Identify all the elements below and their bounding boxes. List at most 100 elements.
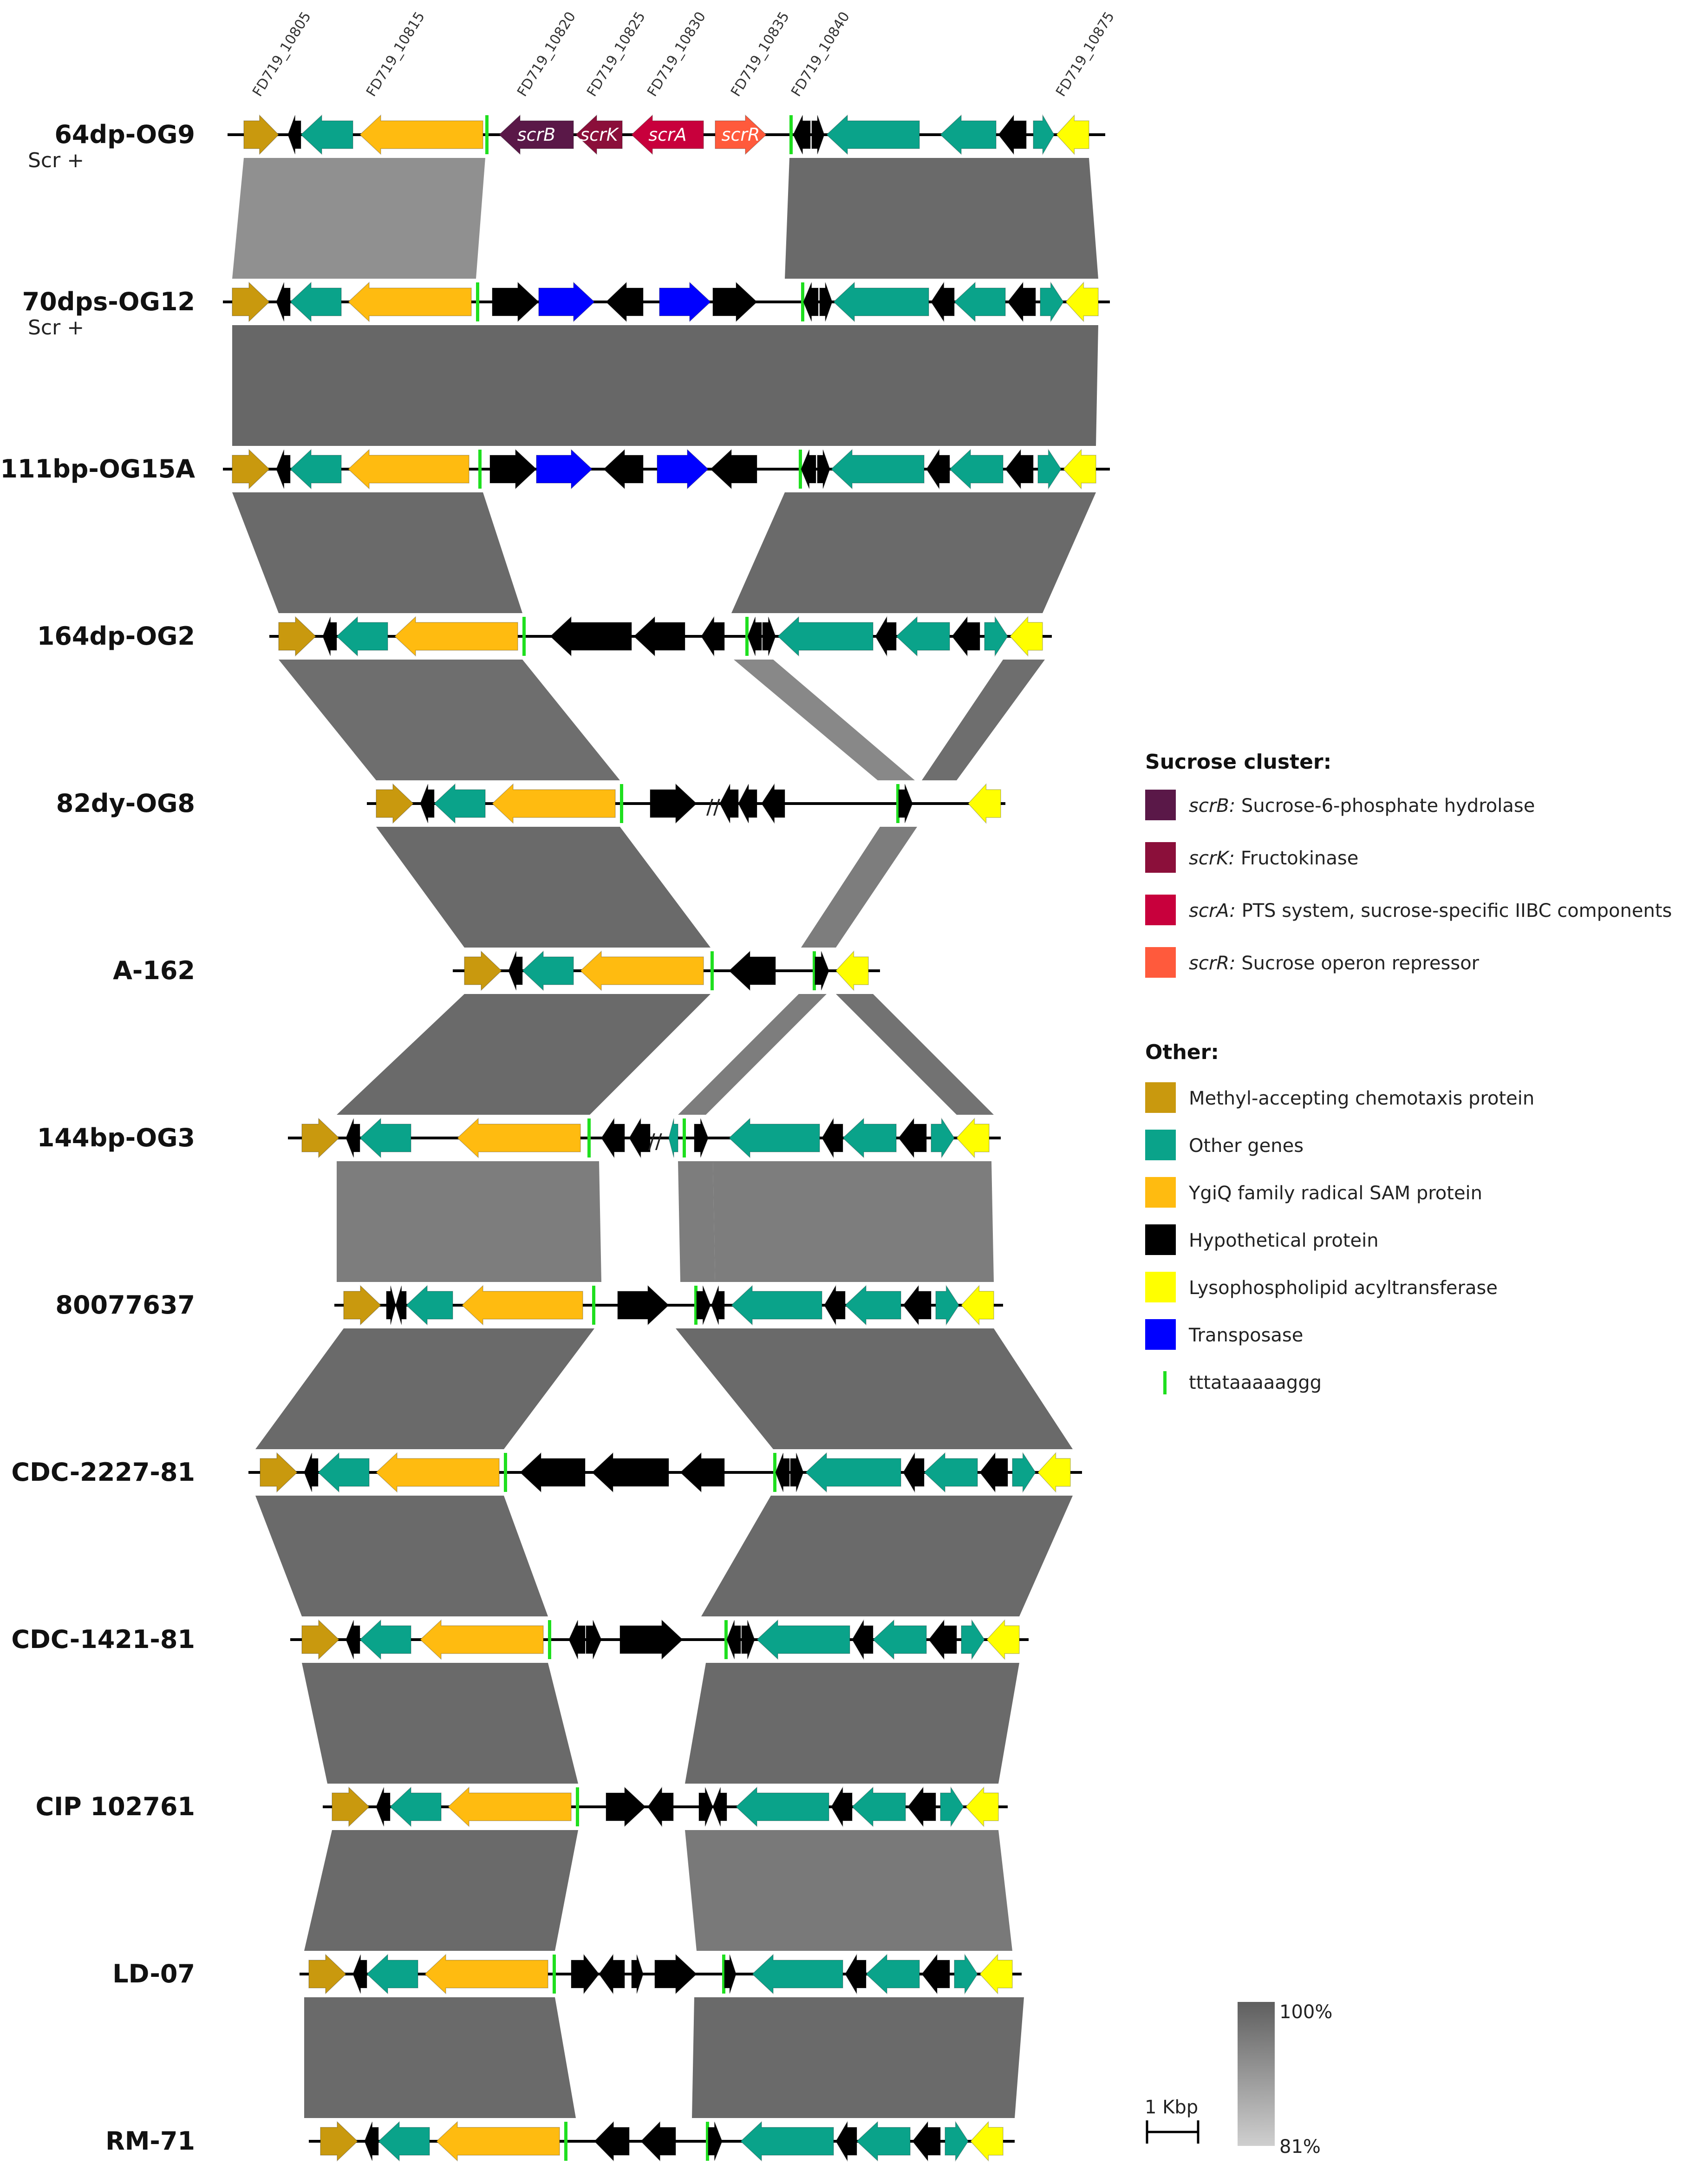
- break-mark: //: [706, 795, 720, 819]
- gene-arrow: [420, 784, 435, 824]
- gene-arrow: [276, 282, 291, 322]
- gene-arrow: [389, 1786, 442, 1827]
- gene-arrow: [571, 1953, 600, 1995]
- gene-arrow: [979, 1954, 1013, 1994]
- gene-arrow: [710, 449, 757, 490]
- genome-track: CDC-2227-81: [11, 1452, 1082, 1493]
- homology-link: [304, 1997, 576, 2118]
- identity-gradient: [1238, 2002, 1275, 2146]
- gene-arrow: [777, 616, 874, 657]
- gene-arrow: [940, 1786, 964, 1828]
- break-mark: //: [648, 1130, 662, 1153]
- motif-mark: [553, 1955, 556, 1994]
- gene-arrow: [1056, 114, 1089, 155]
- motif-mark: [592, 1286, 595, 1325]
- gene-arrow: [491, 783, 616, 824]
- gene-arrow: [289, 281, 342, 322]
- motif-mark: [504, 1453, 507, 1492]
- motif-mark: [522, 617, 526, 656]
- genome-track: CDC-1421-81: [11, 1619, 1029, 1661]
- homology-link: [304, 1830, 578, 1951]
- gene-arrow: [715, 114, 767, 155]
- gene-arrow: [617, 1285, 670, 1326]
- gene-arrow: [586, 1620, 602, 1660]
- gene-arrow: [668, 1118, 678, 1158]
- gene-arrow: [956, 1118, 990, 1158]
- gene-arrow: [872, 1619, 927, 1660]
- legend-swatch: [1145, 1319, 1176, 1350]
- gene-label: scrB: [517, 124, 555, 145]
- genome-track: LD-07: [112, 1953, 1022, 1995]
- homology-link: [337, 994, 711, 1115]
- gene-arrow: [811, 115, 825, 155]
- gene-arrow: [815, 951, 829, 991]
- gene-arrow: [819, 282, 833, 322]
- legend-swatch: [1145, 790, 1176, 820]
- gene-arrow: [522, 950, 574, 991]
- homology-link: [279, 660, 620, 780]
- gene-label: scrK: [580, 124, 619, 145]
- gene-arrow: [508, 951, 523, 991]
- locus-tag: FD719_10830: [644, 9, 709, 99]
- gene-arrow: [591, 1452, 669, 1493]
- track-label: 164dp-OG2: [37, 621, 195, 651]
- motif-mark: [485, 115, 489, 154]
- genome-track: 164dp-OG2: [37, 615, 1052, 657]
- legend-label: scrB: Sucrose-6-phosphate hydrolase: [1189, 795, 1535, 817]
- gene-arrow: [965, 1786, 999, 1827]
- track-label: 64dp-OG9: [54, 120, 195, 149]
- gene-arrow: [631, 114, 704, 155]
- legend-swatch: [1145, 1224, 1176, 1255]
- gene-arrow: [378, 2121, 430, 2162]
- gene-arrow: [336, 616, 388, 657]
- locus-tag: FD719_10805: [249, 9, 314, 99]
- genome-track: CIP 102761: [35, 1786, 1008, 1828]
- homology-link: [685, 1663, 1019, 1784]
- gene-arrow: [751, 1954, 843, 1994]
- locus-tag: FD719_10875: [1053, 9, 1118, 99]
- gene-arrow: [347, 449, 469, 490]
- track-label: 82dy-OG8: [56, 789, 195, 818]
- gene-arrow: [359, 1619, 411, 1660]
- gene-arrow: [979, 1452, 1008, 1493]
- gene-arrow: [738, 784, 757, 824]
- gene-arrow: [694, 1118, 709, 1158]
- track-note: Scr +: [28, 316, 84, 340]
- gene-arrow: [619, 1619, 684, 1660]
- legend-swatch: [1145, 1082, 1176, 1113]
- gene-arrow: [952, 615, 980, 657]
- gene-arrow: [679, 1452, 725, 1493]
- track-label: 111bp-OG15A: [0, 454, 195, 484]
- track-label: CDC-2227-81: [11, 1458, 195, 1487]
- legend-other-title: Other:: [1145, 1040, 1219, 1064]
- homology-link: [685, 1830, 1012, 1951]
- gene-arrow: [740, 2121, 834, 2162]
- gene-arrow: [945, 2120, 969, 2162]
- gene-arrow: [405, 1285, 453, 1326]
- gene-arrow: [931, 1117, 955, 1159]
- motif-mark: [548, 1620, 551, 1659]
- gene-arrow: [1009, 616, 1043, 657]
- gene-arrow: [895, 616, 950, 657]
- homology-link: [922, 660, 1045, 780]
- motif-mark: [478, 450, 482, 489]
- gene-arrow: [424, 1954, 548, 1994]
- gene-arrow: [343, 1285, 382, 1326]
- homology-link: [731, 492, 1096, 613]
- gene-arrow: [304, 1452, 319, 1492]
- genome-track: 82dy-OG8 //: [56, 783, 1005, 824]
- gene-arrow: [898, 1117, 927, 1159]
- gene-arrow: [939, 114, 997, 155]
- genome-track: 80077637: [55, 1284, 1003, 1326]
- motif-mark: [799, 450, 802, 489]
- legend-sucrose-items: scrB: Sucrose-6-phosphate hydrolasescrK:…: [1145, 790, 1672, 978]
- legend-swatch: [1145, 947, 1176, 978]
- genome-track: RM-71: [105, 2120, 1015, 2162]
- gene-arrow: [903, 1284, 932, 1326]
- gene-arrow: [719, 784, 739, 824]
- gene-arrow: [923, 1452, 978, 1493]
- legend-label: scrR: Sucrose operon repressor: [1189, 953, 1480, 974]
- gene-arrow: [1033, 114, 1055, 156]
